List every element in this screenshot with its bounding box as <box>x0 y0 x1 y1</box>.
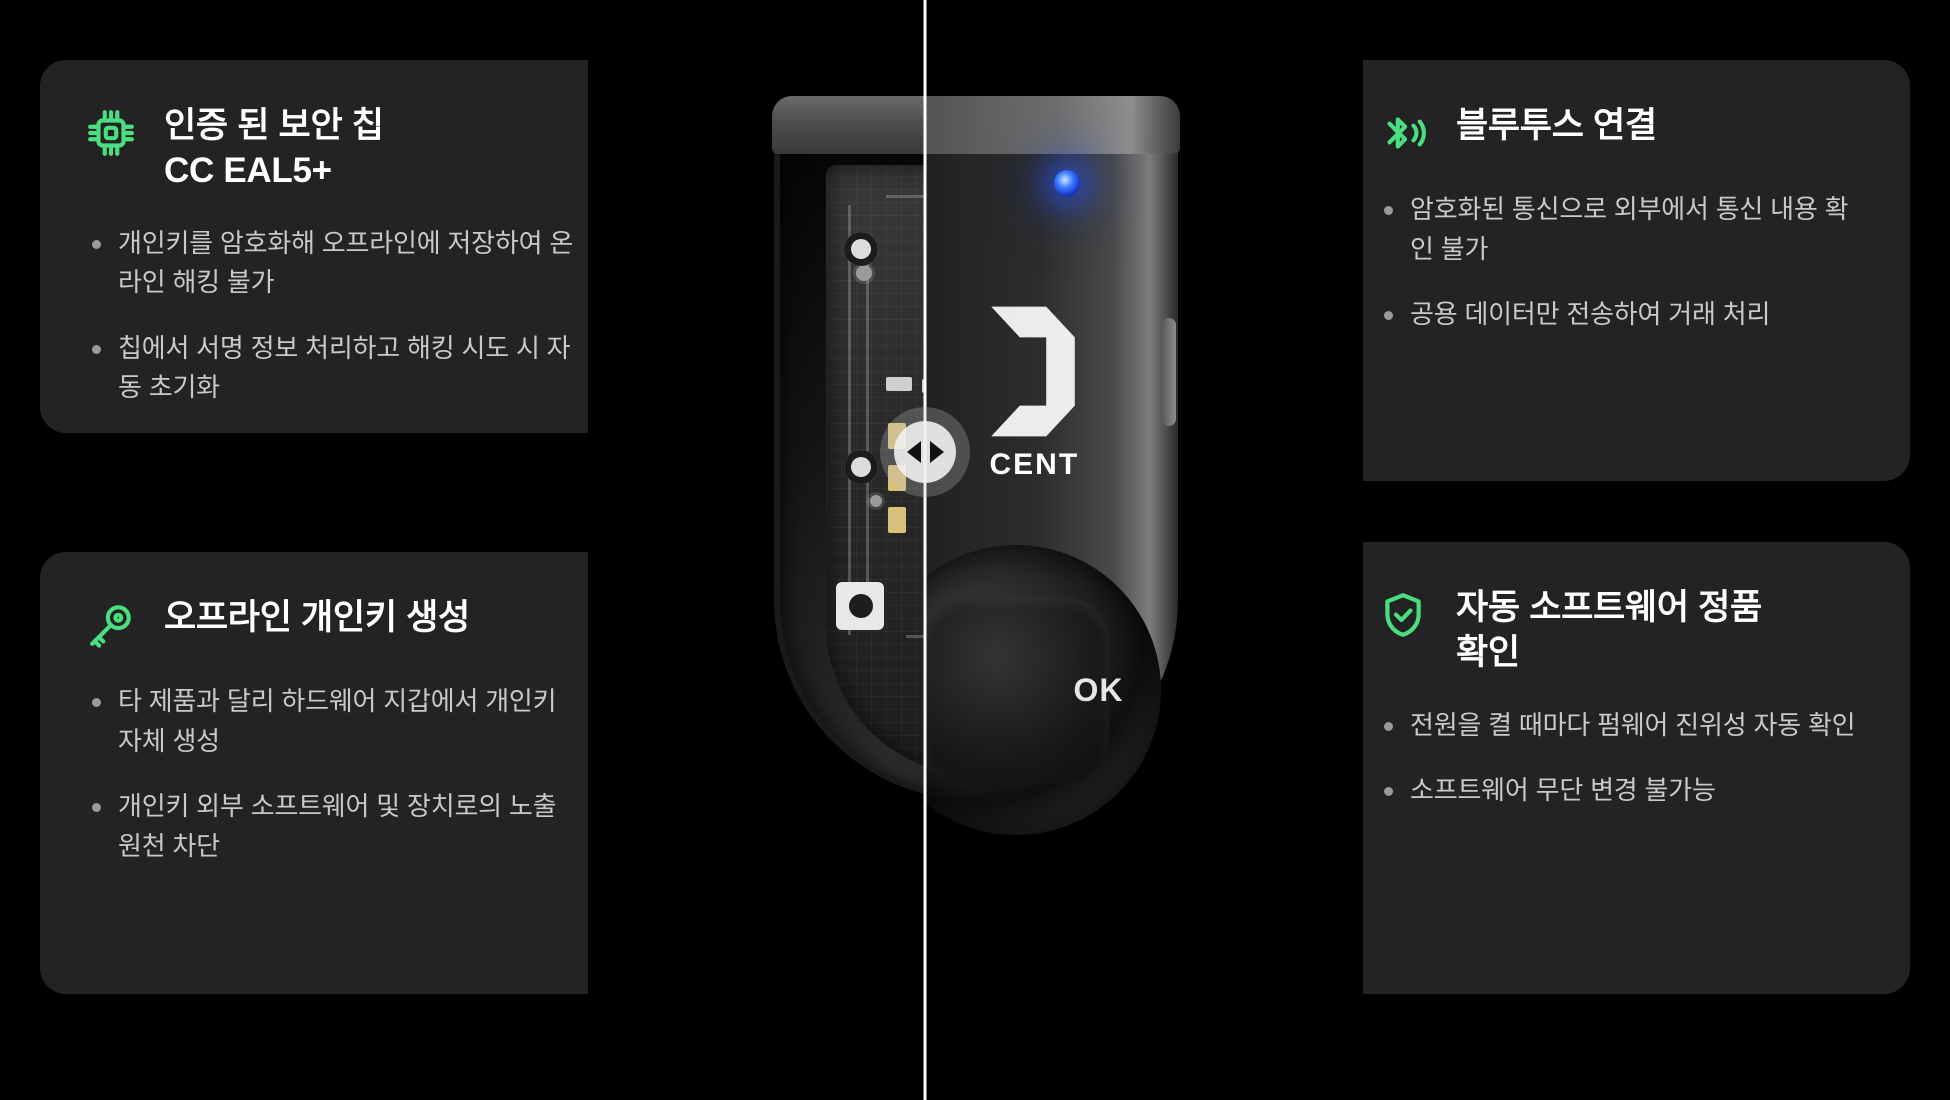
list-item: 칩에서 서명 정보 처리하고 해킹 시도 시 자동 초기화 <box>84 329 574 408</box>
comparison-divider-line <box>923 0 927 1100</box>
chip-icon <box>84 106 138 160</box>
card-title: 자동 소프트웨어 정품 확인 <box>1456 584 1762 676</box>
side-button <box>1161 318 1176 426</box>
chevron-left-icon <box>906 441 921 463</box>
before-after-comparison-slider[interactable]: CENT OK <box>588 0 1363 1100</box>
list-item: 소프트웨어 무단 변경 불가능 <box>1376 771 1866 811</box>
card-bullet-list: 타 제품과 달리 하드웨어 지갑에서 개인키 자체 생성 개인키 외부 소프트웨… <box>84 682 574 866</box>
feature-card-bluetooth: 블루투스 연결 암호화된 통신으로 외부에서 통신 내용 확인 불가 공용 데이… <box>1332 60 1910 481</box>
card-header: 블루투스 연결 <box>1376 102 1866 160</box>
chevron-right-icon <box>929 441 944 463</box>
card-title: 인증 된 보안 칩 CC EAL5+ <box>164 102 384 194</box>
card-title-line1: 자동 소프트웨어 정품 <box>1456 588 1762 627</box>
card-title: 블루투스 연결 <box>1456 102 1657 149</box>
list-item: 암호화된 통신으로 외부에서 통신 내용 확인 불가 <box>1376 190 1866 269</box>
card-title-line2: CC EAL5+ <box>164 150 332 190</box>
card-bullet-list: 암호화된 통신으로 외부에서 통신 내용 확인 불가 공용 데이터만 전송하여 … <box>1376 190 1866 335</box>
ok-navigation-ring <box>925 545 1161 835</box>
exterior-product-view: CENT OK <box>925 0 1363 1100</box>
feature-card-secure-chip: 인증 된 보안 칩 CC EAL5+ 개인키를 암호화해 오프라인에 저장하여 … <box>40 60 618 433</box>
card-header: 자동 소프트웨어 정품 확인 <box>1376 584 1866 676</box>
list-item: 개인키를 암호화해 오프라인에 저장하여 온라인 해킹 불가 <box>84 224 574 303</box>
card-title-line2: 확인 <box>1456 632 1520 672</box>
screw-hole <box>843 450 878 484</box>
bluetooth-icon <box>1376 106 1430 160</box>
screw-hole <box>843 232 878 266</box>
ok-button-label: OK <box>1073 672 1124 708</box>
feature-card-offline-keygen: 오프라인 개인키 생성 타 제품과 달리 하드웨어 지갑에서 개인키 자체 생성… <box>40 552 618 994</box>
tactile-switch <box>835 582 884 630</box>
ok-ring-inner <box>925 597 1109 783</box>
feature-card-firmware-verify: 자동 소프트웨어 정품 확인 전원을 켤 때마다 펌웨어 진위성 자동 확인 소… <box>1332 542 1910 994</box>
card-bullet-list: 개인키를 암호화해 오프라인에 저장하여 온라인 해킹 불가 칩에서 서명 정보… <box>84 224 574 408</box>
list-item: 개인키 외부 소프트웨어 및 장치로의 노출 원천 차단 <box>84 787 574 866</box>
shield-check-icon <box>1376 588 1430 642</box>
card-title: 오프라인 개인키 생성 <box>164 594 470 641</box>
status-led-indicator <box>1053 170 1080 196</box>
list-item: 타 제품과 달리 하드웨어 지갑에서 개인키 자체 생성 <box>84 682 574 761</box>
card-header: 인증 된 보안 칩 CC EAL5+ <box>84 102 574 194</box>
card-title-line1: 블루투스 연결 <box>1456 106 1657 145</box>
card-title-line1: 오프라인 개인키 생성 <box>164 598 470 637</box>
dcent-logo-text: CENT <box>989 448 1080 481</box>
card-title-line1: 인증 된 보안 칩 <box>164 106 384 145</box>
comparison-slider-handle[interactable] <box>894 421 957 483</box>
list-item: 전원을 켤 때마다 펌웨어 진위성 자동 확인 <box>1376 706 1866 746</box>
dcent-logo-mark <box>978 300 1088 440</box>
key-icon <box>84 598 138 652</box>
card-bullet-list: 전원을 켤 때마다 펌웨어 진위성 자동 확인 소프트웨어 무단 변경 불가능 <box>1376 706 1866 811</box>
list-item: 공용 데이터만 전송하여 거래 처리 <box>1376 295 1866 335</box>
device-top-cap-exterior <box>925 96 1180 154</box>
card-header: 오프라인 개인키 생성 <box>84 594 574 652</box>
